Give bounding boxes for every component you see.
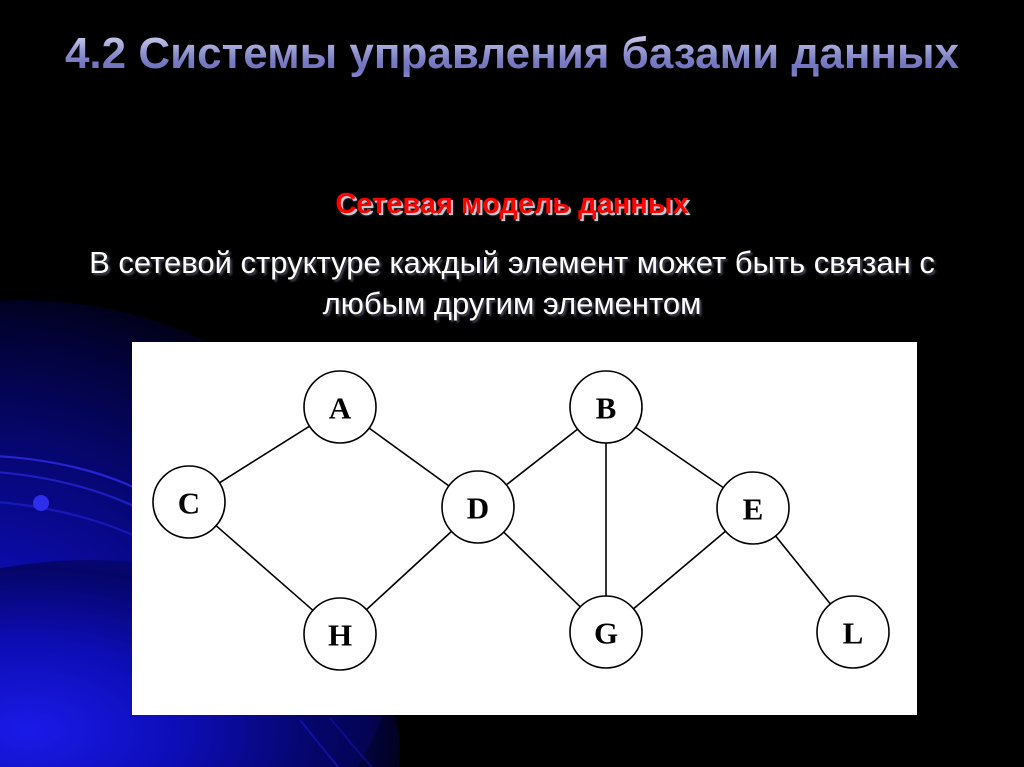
graph-nodes: A B C D E H G L (152, 370, 890, 671)
graph-node-label-c: C (178, 486, 200, 521)
graph-node-h: H (303, 597, 377, 671)
graph-node-label-h: H (328, 618, 352, 653)
graph-edge-c-a (219, 425, 310, 484)
graph-node-a: A (303, 370, 377, 444)
slide-subtitle: Сетевая модель данных (335, 188, 689, 220)
graph-edge-d-g (503, 531, 581, 608)
graph-node-circle-e (716, 471, 790, 545)
graph-edge-d-b (505, 428, 579, 486)
background-dot-accent (33, 495, 49, 511)
graph-edge-a-d (368, 427, 450, 487)
slide-title: 4.2 Системы управления базами данных (60, 26, 964, 81)
graph-node-circle-l (816, 595, 890, 669)
graph-node-b: B (569, 370, 643, 444)
graph-node-l: L (816, 595, 890, 669)
network-graph: A B C D E H G L (152, 370, 890, 671)
graph-node-label-g: G (594, 616, 618, 651)
graph-node-label-l: L (843, 616, 864, 651)
graph-node-c: C (152, 465, 226, 539)
graph-edge-b-e (635, 426, 724, 489)
graph-edges (215, 425, 832, 611)
graph-node-circle-b (569, 370, 643, 444)
graph-node-e: E (716, 471, 790, 545)
graph-node-circle-h (303, 597, 377, 671)
graph-node-circle-a (303, 370, 377, 444)
graph-node-label-d: D (467, 491, 489, 526)
graph-node-label-a: A (329, 391, 352, 426)
slide-body-text: В сетевой структуре каждый элемент может… (89, 245, 935, 322)
graph-edge-e-l (774, 535, 832, 605)
graph-node-d: D (441, 470, 515, 544)
graph-node-circle-d (441, 470, 515, 544)
graph-edge-e-g (633, 530, 726, 610)
graph-edge-h-d (365, 530, 453, 611)
graph-node-g: G (569, 595, 643, 669)
graph-edge-c-h (215, 525, 314, 611)
graph-node-label-b: B (596, 391, 617, 426)
diagram-panel: A B C D E H G L (132, 342, 917, 715)
graph-node-label-e: E (743, 492, 764, 527)
graph-node-circle-g (569, 595, 643, 669)
graph-node-circle-c (152, 465, 226, 539)
